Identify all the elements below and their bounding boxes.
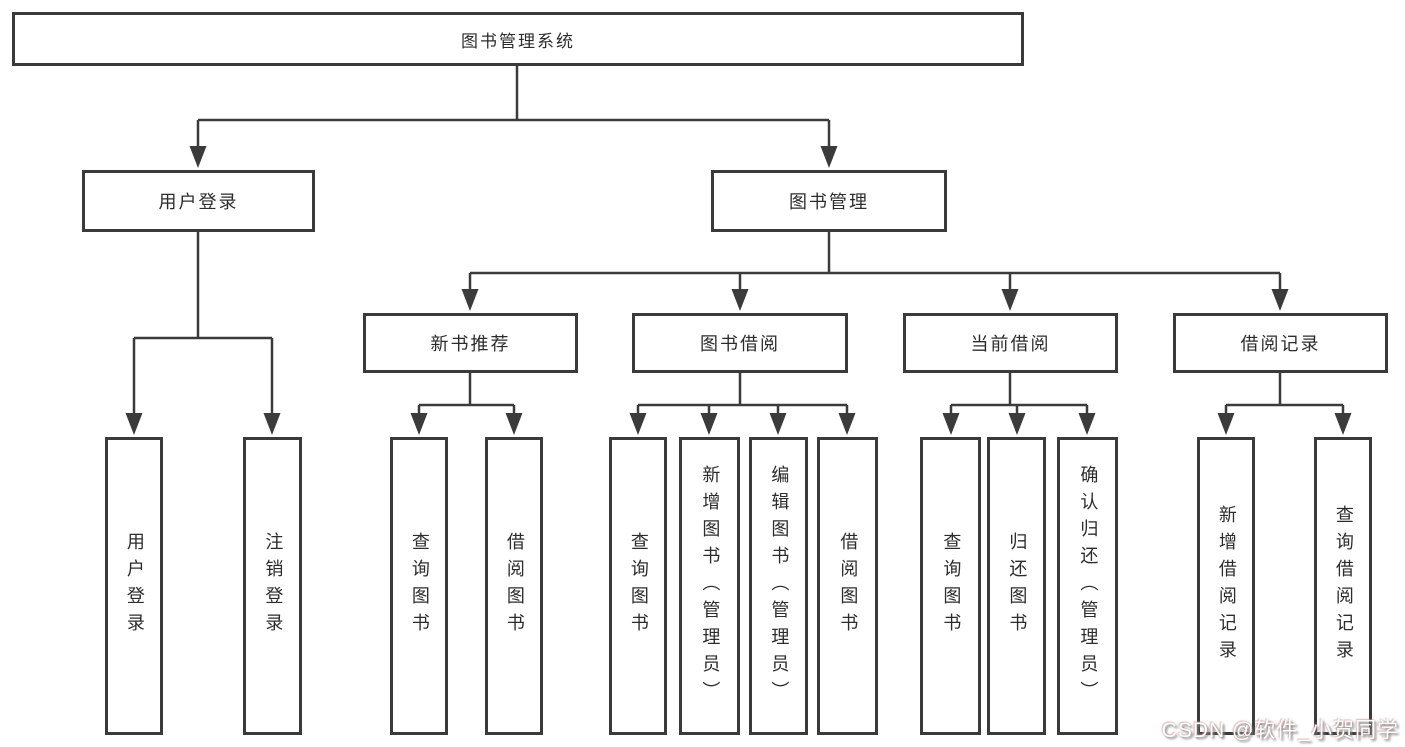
leaf-borrow-books-recommend-label: 借阅图书 — [504, 532, 525, 640]
arrowhead — [629, 413, 647, 435]
leaf-edit-books-admin-label: 编辑图书（管理员） — [769, 464, 790, 708]
node-new-book-recommend-label: 新书推荐 — [430, 334, 511, 354]
arrowhead — [263, 413, 281, 435]
connector-current-borrow-split — [949, 373, 1089, 416]
leaf-add-borrow-record: 新增借阅记录 — [1197, 437, 1255, 735]
node-current-borrow: 当前借阅 — [903, 313, 1118, 373]
leaf-user-login-label: 用户登录 — [124, 532, 145, 640]
leaf-logout-label: 注销登录 — [263, 532, 284, 640]
node-user-login-label: 用户登录 — [158, 192, 239, 212]
connector-new-book-split — [417, 373, 516, 416]
leaf-borrow-books-label: 借阅图书 — [838, 532, 859, 640]
node-new-book-recommend: 新书推荐 — [363, 313, 578, 373]
node-root: 图书管理系统 — [12, 12, 1024, 66]
leaf-query-books-recommend: 查询图书 — [390, 437, 448, 735]
leaf-query-books-current-label: 查询图书 — [941, 532, 962, 640]
arrowhead — [410, 413, 428, 435]
node-root-label: 图书管理系统 — [461, 31, 575, 51]
csdn-watermark: CSDN @软件_小贺同学 — [1161, 719, 1399, 742]
node-borrow-records-label: 借阅记录 — [1240, 334, 1321, 354]
arrowhead — [1001, 289, 1019, 311]
leaf-query-books-borrow-label: 查询图书 — [628, 532, 649, 640]
arrowhead — [1334, 413, 1352, 435]
connector-book-borrow-split — [636, 373, 849, 416]
arrowhead — [1008, 413, 1026, 435]
connector-root-split — [196, 66, 831, 150]
arrowhead — [700, 413, 718, 435]
arrowhead — [942, 413, 960, 435]
arrowhead — [189, 146, 207, 168]
leaf-borrow-books-recommend: 借阅图书 — [485, 437, 543, 735]
node-user-login: 用户登录 — [82, 170, 315, 232]
leaf-add-borrow-record-label: 新增借阅记录 — [1216, 505, 1237, 667]
leaf-add-books-admin: 新增图书（管理员） — [679, 437, 740, 735]
arrowhead — [505, 413, 523, 435]
leaf-confirm-return-admin-label: 确认归还（管理员） — [1078, 464, 1099, 708]
arrowhead — [461, 289, 479, 311]
connector-book-mgmt-split — [468, 232, 1282, 292]
leaf-confirm-return-admin: 确认归还（管理员） — [1057, 437, 1118, 735]
connector-borrow-records-split — [1224, 373, 1345, 416]
node-book-borrow-label: 图书借阅 — [700, 334, 780, 354]
node-current-borrow-label: 当前借阅 — [970, 334, 1051, 354]
arrowhead — [769, 413, 787, 435]
arrowhead — [820, 146, 838, 168]
node-book-management: 图书管理 — [711, 170, 947, 232]
leaf-borrow-books: 借阅图书 — [817, 437, 878, 735]
arrowhead — [838, 413, 856, 435]
leaf-query-books-current: 查询图书 — [920, 437, 981, 735]
arrowhead — [125, 413, 143, 435]
node-book-management-label: 图书管理 — [789, 192, 869, 212]
leaf-query-borrow-record-label: 查询借阅记录 — [1333, 505, 1354, 667]
arrowhead — [1078, 413, 1096, 435]
leaf-edit-books-admin: 编辑图书（管理员） — [749, 437, 808, 735]
leaf-query-books-recommend-label: 查询图书 — [409, 532, 430, 640]
leaf-query-borrow-record: 查询借阅记录 — [1314, 437, 1372, 735]
leaf-user-login: 用户登录 — [105, 437, 163, 735]
leaf-query-books-borrow: 查询图书 — [609, 437, 667, 735]
arrowhead — [1271, 289, 1289, 311]
node-book-borrow: 图书借阅 — [632, 313, 848, 373]
arrowhead — [731, 289, 749, 311]
leaf-return-books-label: 归还图书 — [1007, 532, 1028, 640]
arrowhead — [1217, 413, 1235, 435]
connector-user-login-split — [132, 232, 274, 416]
node-borrow-records: 借阅记录 — [1173, 313, 1388, 373]
leaf-logout: 注销登录 — [243, 437, 302, 735]
leaf-add-books-admin-label: 新增图书（管理员） — [700, 464, 721, 708]
leaf-return-books: 归还图书 — [987, 437, 1046, 735]
